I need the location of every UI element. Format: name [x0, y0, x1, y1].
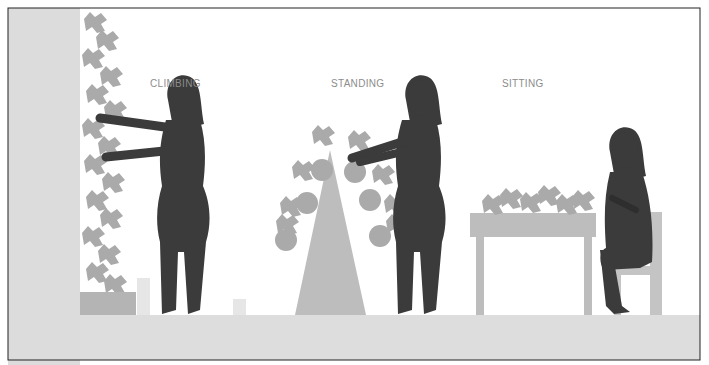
hold — [292, 160, 315, 181]
hold — [312, 125, 335, 146]
hold — [372, 164, 395, 185]
hold — [348, 130, 371, 151]
post — [233, 299, 246, 315]
ball — [359, 189, 381, 211]
hold — [102, 172, 125, 193]
hold — [572, 190, 595, 211]
leg — [600, 250, 630, 314]
standing-tree — [275, 125, 409, 315]
hold — [82, 226, 105, 247]
hold — [280, 196, 303, 217]
arm — [106, 150, 174, 157]
section-label: STANDING — [331, 78, 384, 89]
arm — [360, 150, 410, 162]
hold — [96, 30, 119, 51]
frame — [8, 8, 700, 360]
climbing-woman — [100, 75, 210, 314]
floor — [8, 315, 700, 360]
hold — [100, 208, 123, 229]
table-leg — [584, 237, 592, 315]
hold — [104, 274, 127, 295]
table-leg — [476, 237, 484, 315]
ball — [311, 159, 333, 181]
post — [137, 278, 150, 315]
table-top — [470, 213, 596, 237]
wall — [8, 8, 80, 365]
hold — [100, 66, 123, 87]
arm — [612, 198, 636, 210]
section-label: CLIMBING — [150, 78, 201, 89]
section-label: SITTING — [502, 78, 544, 89]
hold — [86, 190, 109, 211]
hold — [84, 12, 107, 33]
head — [408, 80, 434, 116]
head — [612, 132, 638, 168]
arm — [100, 118, 172, 128]
hold — [500, 188, 523, 209]
hold — [98, 244, 121, 265]
hold — [82, 48, 105, 69]
sitting-woman — [600, 127, 653, 314]
table — [470, 185, 596, 315]
wall-base — [80, 292, 136, 315]
hold — [276, 214, 299, 235]
hold — [86, 84, 109, 105]
standing-woman — [352, 75, 446, 314]
